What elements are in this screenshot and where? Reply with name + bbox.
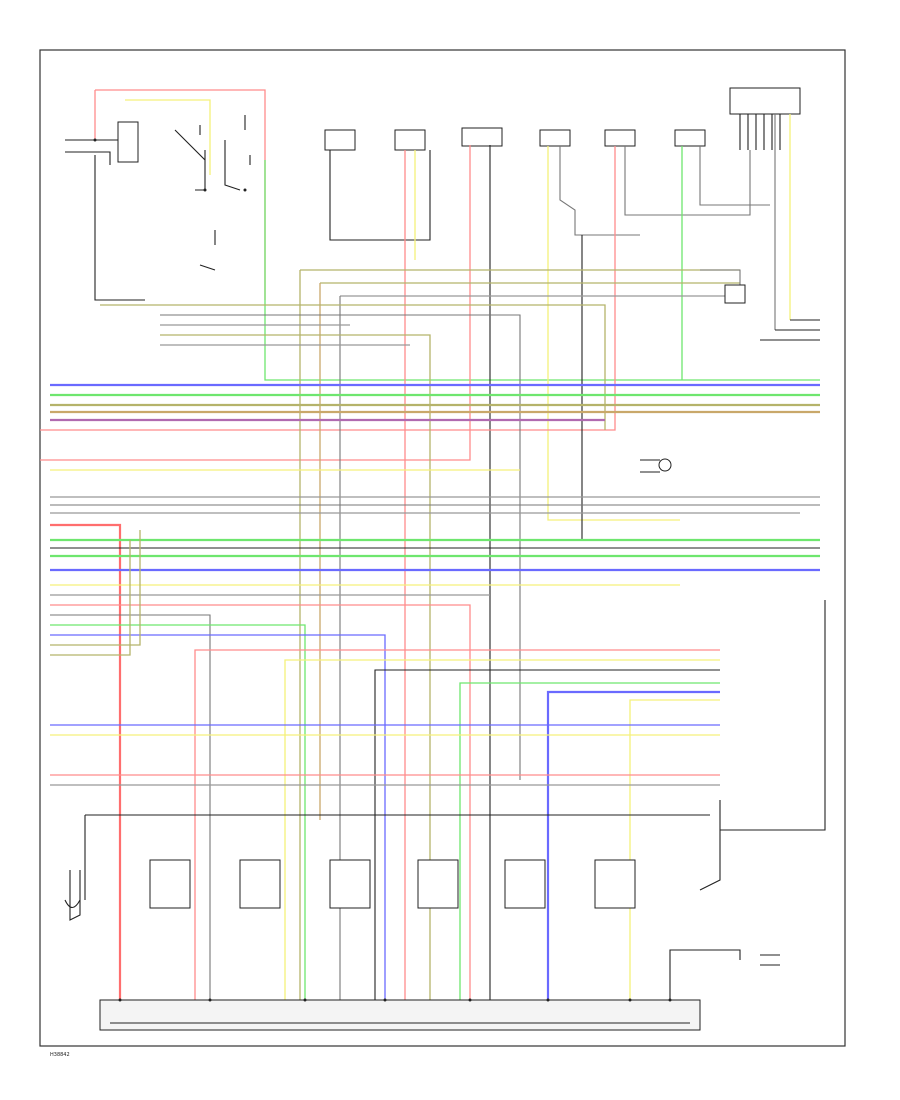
sensor-box-1 [324, 129, 356, 151]
bottom-ground-bus [99, 998, 701, 1031]
sensor-box-3 [461, 127, 503, 147]
actuator-3 [329, 859, 371, 909]
right-components [640, 269, 826, 1000]
sensor-box-4 [539, 129, 571, 147]
figure-reference: H38842 [50, 1052, 70, 1058]
sensor-box-2 [394, 129, 426, 151]
ground-bus-box [99, 999, 701, 1031]
heater-control-switch [117, 121, 139, 163]
actuator-1 [149, 859, 191, 909]
sensor-box-5 [604, 129, 636, 147]
panel-switch-assembly [65, 89, 820, 381]
harness-bus [50, 269, 820, 1000]
relay-coil [658, 458, 672, 472]
actuator-row [64, 859, 636, 921]
actuator-5 [504, 859, 546, 909]
diagram-frame [39, 49, 846, 1047]
actuator-6 [594, 859, 636, 909]
actuator-2 [239, 859, 281, 909]
connector-block-top-right [729, 87, 801, 115]
top-sensor-group [40, 87, 801, 1000]
sensor-box-6 [674, 129, 706, 147]
actuator-4 [417, 859, 459, 909]
switch-contact-right [724, 284, 746, 304]
